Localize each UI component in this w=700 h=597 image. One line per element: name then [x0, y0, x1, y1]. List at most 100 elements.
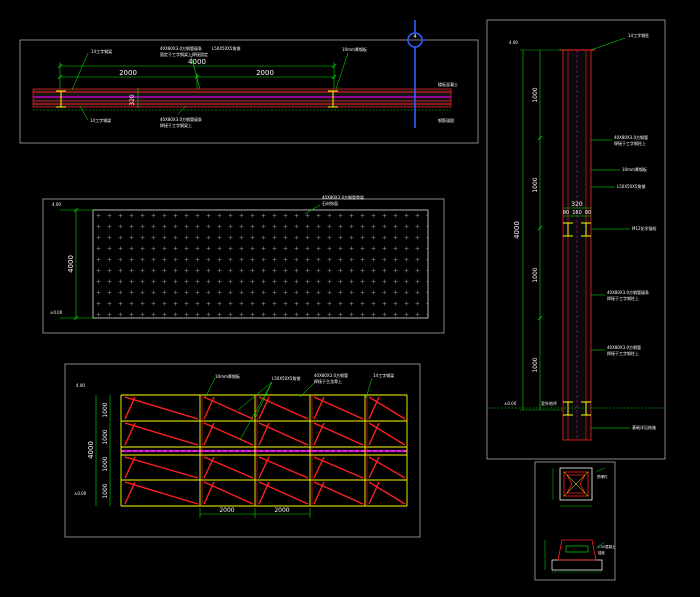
section-marker-number: 4 — [413, 34, 416, 40]
framing-brace — [368, 456, 380, 479]
top-purlin-note-1: 40X80X3.0方钢管檩条 — [160, 45, 202, 51]
framing-row-3: 1000 — [102, 456, 109, 471]
framing-brace — [258, 456, 270, 479]
column-note-2: 焊接于工字钢柱上 — [614, 140, 646, 146]
framing-brace — [368, 422, 380, 446]
framing-brace — [203, 456, 215, 479]
framing-brace — [258, 481, 270, 505]
top-span-right: 2000 — [256, 69, 274, 77]
framing-note-1: 10mm厚钢板 — [215, 373, 240, 379]
framing-row-1: 1000 — [102, 402, 109, 417]
framing-level-bottom: ±0.00 — [74, 491, 87, 496]
column-section-frame — [486, 19, 666, 460]
framing-height-dim: 4000 — [87, 441, 95, 459]
framing-brace — [258, 481, 309, 505]
framing-brace — [258, 456, 309, 479]
framing-brace — [203, 481, 215, 505]
framing-brace — [368, 481, 380, 505]
top-height-dim: 320 — [129, 94, 136, 106]
plan-note-2: 石材饰面 — [322, 200, 338, 206]
column-width-dim: 320 — [571, 201, 583, 208]
column-note-1: 40X80X3.0方钢管 — [614, 134, 648, 140]
column-ibeam-mid — [563, 222, 591, 237]
framing-brace — [203, 422, 254, 446]
top-purlin-note-2: 固定于工字钢梁上焊接固定 — [160, 51, 208, 57]
column-note-3: 10mm厚钢板 — [622, 166, 647, 172]
framing-brace — [313, 396, 364, 420]
column-note-8: 40X80X3.0方钢管 — [607, 344, 641, 350]
framing-brace — [203, 396, 215, 420]
footing-note-1: 预埋件 — [597, 474, 608, 479]
framing-brace — [368, 396, 380, 420]
framing-grid — [120, 394, 408, 507]
framing-brace — [313, 456, 364, 479]
framing-level-top: 4.00 — [76, 383, 85, 388]
framing-plan-frame — [64, 363, 421, 538]
framing-brace — [258, 422, 270, 446]
top-sheet-note: L50X50X5角钢 — [212, 45, 240, 51]
column-ground-note: 室外地坪 — [541, 400, 557, 406]
framing-brace — [313, 456, 325, 479]
column-note-7: 焊接于工字钢柱上 — [607, 295, 639, 301]
framing-row-4: 1000 — [102, 483, 109, 498]
top-beam — [32, 88, 452, 108]
top-beam-tag-bottom: 14工字钢梁 — [90, 117, 111, 123]
framing-brace — [124, 396, 199, 420]
framing-brace — [124, 456, 199, 479]
top-beam-tag-left: 14工字钢梁 — [91, 48, 112, 54]
framing-brace — [313, 396, 325, 420]
column-note-5: M12化学锚栓 — [632, 225, 657, 231]
column-seg-2: 1000 — [532, 177, 539, 192]
framing-brace — [313, 422, 325, 446]
top-right-tag-bottom: 钢筋锚固 — [438, 117, 454, 123]
panel-dot-pattern — [92, 209, 429, 319]
framing-brace — [258, 396, 270, 420]
framing-brace — [203, 396, 254, 420]
framing-brace — [203, 481, 254, 505]
plan-level-top: 4.00 — [52, 202, 61, 207]
column-sub-width-2: 160 — [572, 210, 582, 216]
framing-row-2: 1000 — [102, 429, 109, 444]
plan-note-1: 40X80X3.0方钢管骨架 — [322, 194, 364, 200]
framing-brace — [124, 481, 199, 505]
framing-brace — [124, 422, 136, 446]
framing-brace — [368, 456, 406, 479]
top-elevation-frame — [19, 39, 479, 144]
column-seg-1: 1000 — [532, 87, 539, 102]
framing-span-right: 2000 — [274, 507, 289, 514]
column-note-9: 焊接于工字钢柱上 — [607, 350, 639, 356]
footing-note-3: 锚栓 — [598, 550, 606, 555]
framing-brace — [124, 456, 136, 479]
column-sub-width-3: 80 — [585, 210, 591, 216]
framing-brace — [368, 481, 406, 505]
framing-note-5: 14工字钢梁 — [373, 372, 394, 378]
column-seg-4: 1000 — [532, 357, 539, 372]
framing-brace — [258, 422, 309, 446]
top-elevation-view: 4000 2000 2000 320 14工字钢梁 40X80X3.0方钢管檩条… — [19, 20, 479, 144]
framing-brace — [368, 396, 406, 420]
framing-note-3: 40X80X3.0方钢管 — [314, 372, 348, 378]
framing-brace — [203, 456, 254, 479]
column-top-level: 4.00 — [509, 40, 518, 45]
top-right-tag-top: 楼板混凝土 — [438, 81, 458, 87]
top-span-total: 4000 — [188, 58, 206, 66]
column-note-4: L50X50X5角钢 — [617, 183, 645, 189]
framing-brace — [124, 396, 136, 420]
top-span-left: 2000 — [119, 69, 137, 77]
footing-note-2: C30混凝土 — [598, 544, 616, 549]
framing-brace — [313, 422, 364, 446]
framing-plan-view: 4000 1000 1000 1000 1000 4.00 ±0.00 2000… — [64, 363, 421, 538]
plan-panel-frame — [42, 198, 445, 334]
column-ibeam-base — [563, 401, 591, 416]
framing-brace — [313, 481, 325, 505]
column-seg-3: 1000 — [532, 267, 539, 282]
column-height-dim: 4000 — [513, 221, 521, 239]
ibeam-post-right — [328, 90, 338, 108]
top-support-note-1: 40X80X3.0方钢管檩条 — [160, 116, 202, 122]
column-note-6: 40X80X3.0方钢管檩条 — [607, 289, 649, 295]
column-ground-level: ±0.00 — [504, 401, 517, 406]
framing-brace — [258, 396, 309, 420]
footing-detail-view: 预埋件 C30混凝土 锚栓 — [534, 461, 616, 581]
framing-note-2: L50X50X5角钢 — [272, 375, 300, 381]
